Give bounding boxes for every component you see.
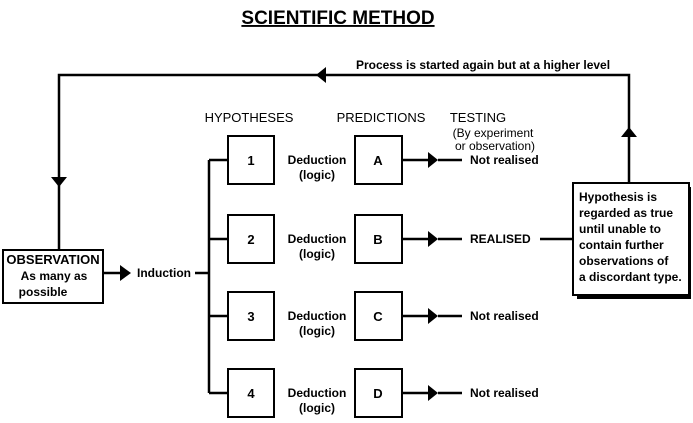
deduction-label-3: Deduction <box>288 309 347 323</box>
test-result-1: Not realised <box>470 153 539 167</box>
logic-label-3: (logic) <box>299 324 335 338</box>
test-result-2: REALISED <box>470 232 531 246</box>
hypothesis-label-3: 3 <box>247 309 254 324</box>
testing-header: TESTING <box>450 110 506 125</box>
observation-box <box>2 249 104 304</box>
hypothesis-label-4: 4 <box>247 386 255 401</box>
prediction-box-3 <box>354 291 403 341</box>
deduction-label-4: Deduction <box>288 386 347 400</box>
conclusion-box <box>572 182 690 296</box>
test-arrowhead-2 <box>428 231 438 247</box>
conclusion-line-1: Hypothesis is <box>579 190 657 204</box>
test-arrowhead-1 <box>428 152 438 168</box>
hypothesis-box-3 <box>227 291 275 341</box>
hypotheses-header: HYPOTHESES <box>205 110 294 125</box>
test-arrowhead-3 <box>428 308 438 324</box>
loop-arrowhead-left <box>316 67 326 83</box>
logic-label-4: (logic) <box>299 401 335 415</box>
deduction-label-2: Deduction <box>288 232 347 246</box>
hypothesis-box-4 <box>227 368 275 418</box>
hypothesis-box-1 <box>227 135 275 185</box>
conclusion-line-4: contain further <box>579 238 664 252</box>
hypothesis-label-2: 2 <box>247 232 254 247</box>
prediction-box-1 <box>354 135 403 185</box>
loop-arrowhead-down <box>51 177 67 187</box>
logic-label-2: (logic) <box>299 247 335 261</box>
observation-arrowhead <box>120 265 131 281</box>
conclusion-line-5: observations of <box>579 254 669 268</box>
hypothesis-box-2 <box>227 214 275 264</box>
test-arrowhead-4 <box>428 385 438 401</box>
prediction-label-4: D <box>373 386 382 401</box>
deduction-label-1: Deduction <box>288 153 347 167</box>
observation-line-1: As many as <box>21 269 88 283</box>
conclusion-line-6: a discordant type. <box>579 270 682 284</box>
prediction-label-1: A <box>373 153 383 168</box>
testing-subheader-1: (By experiment <box>453 126 534 140</box>
prediction-label-2: B <box>373 232 382 247</box>
observation-title: OBSERVATION <box>6 252 99 267</box>
diagram-title: SCIENTIFIC METHOD <box>241 8 434 29</box>
hypothesis-label-1: 1 <box>247 153 254 168</box>
predictions-header: PREDICTIONS <box>337 110 426 125</box>
observation-line-2: possible <box>19 285 68 299</box>
logic-label-1: (logic) <box>299 168 335 182</box>
induction-label: Induction <box>137 266 191 280</box>
test-result-3: Not realised <box>470 309 539 323</box>
prediction-label-3: C <box>373 309 383 324</box>
loop-label: Process is started again but at a higher… <box>356 58 610 72</box>
conclusion-line-3: until unable to <box>579 222 661 236</box>
conclusion-line-2: regarded as true <box>579 206 673 220</box>
loop-arrowhead-up <box>621 127 637 137</box>
testing-subheader-2: or observation) <box>455 139 535 153</box>
test-result-4: Not realised <box>470 386 539 400</box>
